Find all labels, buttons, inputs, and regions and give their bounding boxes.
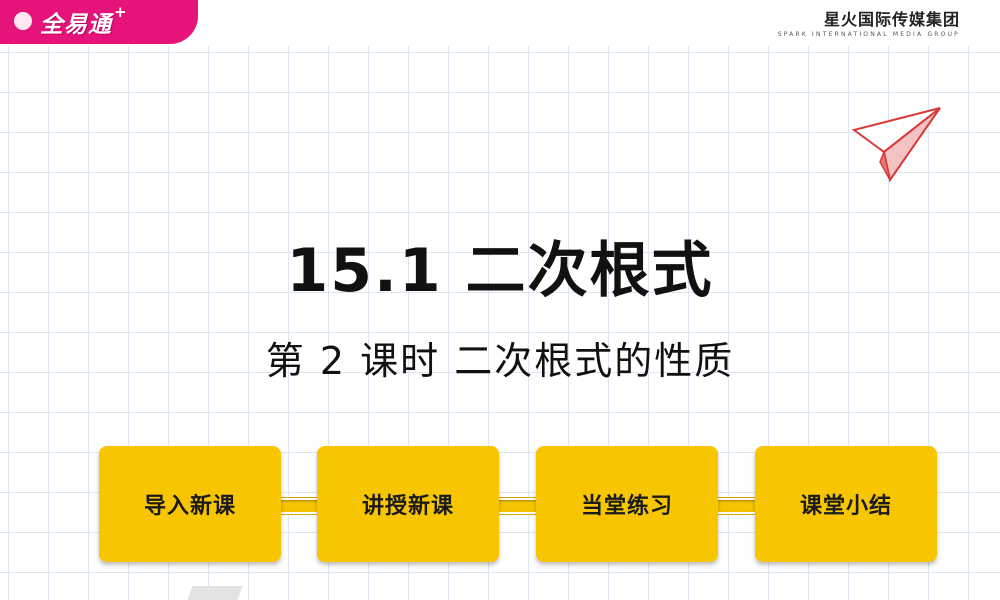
lesson-nav: 导入新课 讲授新课 当堂练习 课堂小结 [0, 446, 1000, 564]
paper-plane-icon [851, 107, 941, 183]
nav-button-practice[interactable]: 当堂练习 [536, 446, 718, 562]
brand-plus: + [114, 3, 127, 21]
publisher-name-cn: 星火国际传媒集团 [823, 10, 960, 29]
brand-badge: 全易通+ [0, 0, 198, 44]
brand-name: 全易通 [40, 11, 112, 38]
publisher-logo: 星火国际传媒集团 SPARK INTERNATIONAL MEDIA GROUP [778, 6, 960, 38]
brand-logo-icon [14, 12, 32, 30]
nav-button-label: 课堂小结 [799, 494, 892, 519]
nav-button-summary[interactable]: 课堂小结 [755, 446, 937, 562]
nav-button-lecture[interactable]: 讲授新课 [317, 446, 499, 562]
nav-button-label: 当堂练习 [580, 494, 673, 519]
nav-button-label: 导入新课 [143, 494, 236, 519]
nav-button-label: 讲授新课 [361, 494, 454, 519]
page-corner-shadow [187, 586, 243, 600]
publisher-name-en: SPARK INTERNATIONAL MEDIA GROUP [777, 31, 960, 38]
nav-button-intro[interactable]: 导入新课 [99, 446, 281, 562]
lesson-subtitle: 第 2 课时 二次根式的性质 [265, 339, 735, 383]
lesson-title: 15.1 二次根式 [286, 236, 714, 306]
